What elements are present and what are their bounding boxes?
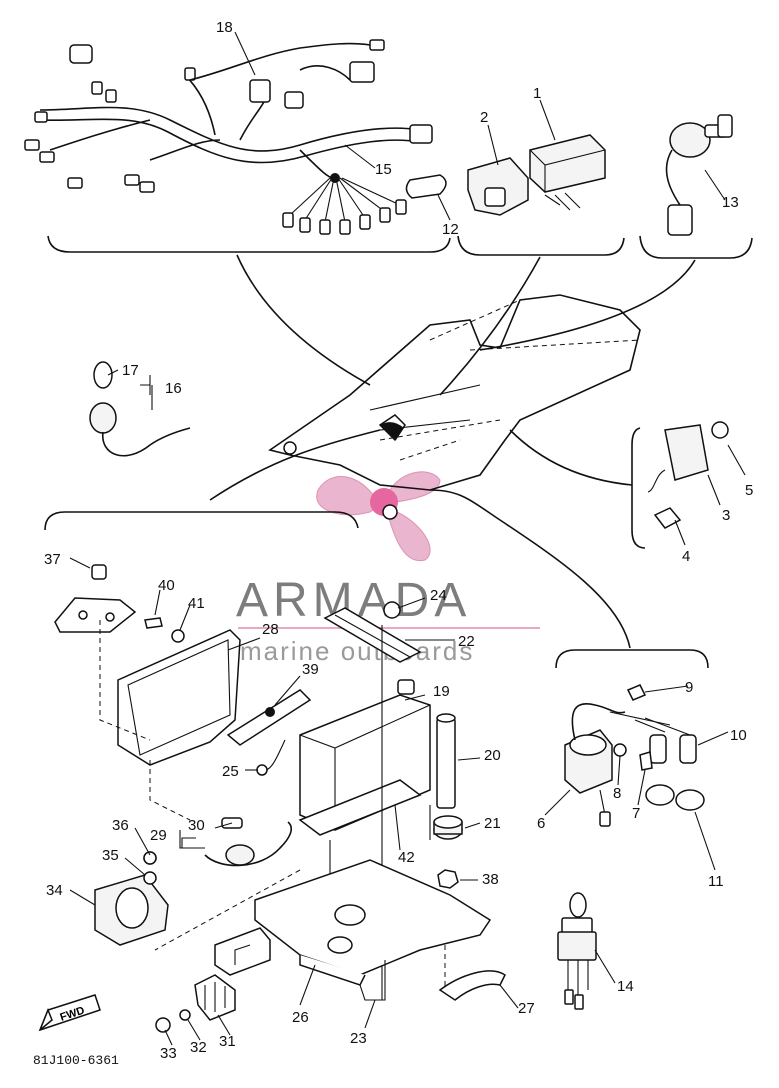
- nut-38: [437, 869, 459, 889]
- propeller-icon: [316, 471, 441, 562]
- strap-22: [323, 601, 422, 663]
- callout-21: 21: [484, 815, 501, 832]
- pilot-lamp: [89, 361, 191, 457]
- starter-relay-34: [94, 851, 169, 946]
- callout-39: 39: [302, 661, 319, 678]
- callout-35: 35: [102, 847, 119, 864]
- lower-right-bracket: [429, 489, 709, 669]
- callout-31: 31: [219, 1033, 236, 1050]
- grommets-11: [645, 784, 705, 811]
- terminal-fan: [282, 173, 407, 235]
- callout-11: 11: [708, 873, 724, 890]
- callout-1: 1: [533, 85, 541, 102]
- callout-10: 10: [730, 727, 747, 744]
- callout-22: 22: [458, 633, 475, 650]
- callout-36: 36: [112, 817, 129, 834]
- callout-7: 7: [632, 805, 640, 822]
- callout-29: 29: [150, 827, 167, 844]
- callout-17: 17: [122, 362, 139, 379]
- starter-relay-wire: [181, 817, 292, 867]
- callout-38: 38: [482, 871, 499, 888]
- callout-19: 19: [433, 683, 450, 700]
- terminal-parts: [155, 974, 236, 1033]
- rectifier-group: [509, 421, 729, 549]
- callout-37: 37: [44, 551, 61, 568]
- callout-15: 15: [375, 161, 392, 178]
- callout-leaders: [69, 31, 746, 1046]
- callout-4: 4: [682, 548, 690, 565]
- callout-5: 5: [745, 482, 753, 499]
- fwd-arrow-icon: FWD: [38, 994, 101, 1032]
- top-group-brackets: [47, 235, 753, 396]
- callout-13: 13: [722, 194, 739, 211]
- bracket-26: [214, 927, 271, 976]
- main-switch-13: [665, 114, 733, 236]
- callout-6: 6: [537, 815, 545, 832]
- callout-27: 27: [518, 1000, 535, 1017]
- lead-wire-18: [189, 42, 371, 81]
- cover-mount: [54, 564, 185, 643]
- callout-33: 33: [160, 1045, 177, 1062]
- callout-numbers: 1 2 3 4 5 6 7 8 9 10 11 12 13 14 15 16 1…: [44, 19, 753, 1062]
- callout-18: 18: [216, 19, 233, 36]
- pad-42: [298, 779, 422, 836]
- plug-caps-10: [609, 711, 697, 764]
- cap-12: [405, 174, 447, 199]
- toggle-switch-14: [557, 892, 597, 1010]
- callout-28: 28: [262, 621, 279, 638]
- frame-outline: [268, 294, 641, 520]
- callout-40: 40: [158, 577, 175, 594]
- ignition-coil-6: [564, 703, 626, 827]
- watermark-tagline: marine outboards: [240, 636, 474, 666]
- callout-25: 25: [222, 763, 239, 780]
- callout-2: 2: [480, 109, 488, 126]
- callout-32: 32: [190, 1039, 207, 1056]
- battery-cover-28: [117, 629, 241, 766]
- callout-23: 23: [350, 1030, 367, 1047]
- callout-30: 30: [188, 817, 205, 834]
- callout-3: 3: [722, 507, 730, 524]
- coil-fasteners: [613, 684, 653, 771]
- clamp-27: [438, 970, 506, 1001]
- wire-harness: [24, 39, 433, 235]
- callout-9: 9: [685, 679, 693, 696]
- callout-24: 24: [430, 587, 447, 604]
- callout-34: 34: [46, 882, 63, 899]
- bracket-39: [226, 689, 312, 746]
- tube-20: [433, 713, 463, 840]
- callout-8: 8: [613, 785, 621, 802]
- callout-41: 41: [188, 595, 205, 612]
- callout-12: 12: [442, 221, 459, 238]
- callout-42: 42: [398, 849, 415, 866]
- drawing-code: 81J100-6361: [33, 1053, 119, 1068]
- callout-16: 16: [165, 380, 182, 397]
- callout-26: 26: [292, 1009, 309, 1026]
- battery-tray-23: [254, 859, 492, 1001]
- callout-20: 20: [484, 747, 501, 764]
- callout-14: 14: [617, 978, 634, 995]
- lower-left-bracket: [44, 429, 381, 531]
- cdi-unit: [467, 134, 606, 216]
- nuts-35-36: [143, 851, 157, 865]
